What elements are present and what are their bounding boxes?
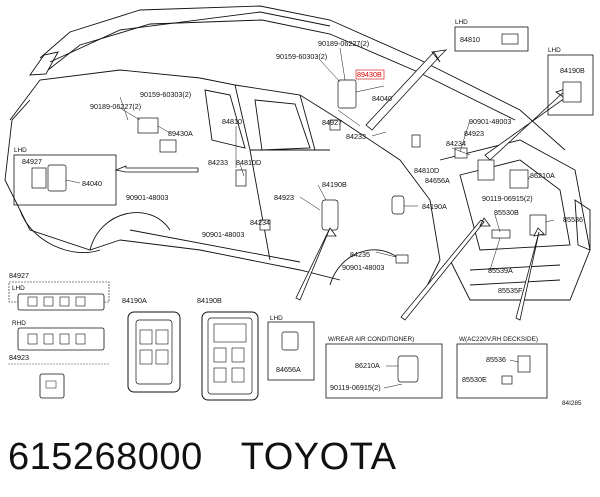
callout-90901: 90901-48003 bbox=[126, 193, 168, 202]
callout-labels: 90189-06227(2) 90159-60303(2) 89430B 840… bbox=[90, 39, 583, 295]
callout-84040: 84040 bbox=[372, 94, 392, 103]
box-title-lhd: LHD bbox=[270, 315, 283, 322]
sheet-code: 84I285 bbox=[562, 400, 582, 407]
callout-84923: 84923 bbox=[464, 129, 484, 138]
callout-84927: 84927 bbox=[9, 271, 29, 280]
callout-85536: 85536 bbox=[486, 355, 506, 364]
callout-90119: 90119-06915(2) bbox=[330, 383, 381, 392]
box-title-rear-air: W/REAR AIR CONDITIONER) bbox=[328, 336, 414, 343]
highlight-89430B bbox=[355, 69, 385, 80]
callout-84234: 84234 bbox=[446, 139, 466, 148]
callout-90189: 90189-06227(2) bbox=[318, 39, 369, 48]
box-title-ac220: W(AC220V,RH DECKSIDE) bbox=[459, 336, 538, 343]
brand-name: TOYOTA bbox=[240, 436, 397, 478]
panel-84190A: 84190A bbox=[122, 296, 181, 393]
caption: 615268000 TOYOTA bbox=[8, 436, 396, 479]
panel-84923: 84923 bbox=[8, 353, 110, 399]
callout-85535F: 85535F bbox=[498, 286, 523, 295]
panel-84190B: 84190B bbox=[197, 296, 259, 401]
box-title-rhd: RHD bbox=[12, 320, 26, 327]
callout-85536: 85536 bbox=[563, 215, 583, 224]
box-title-lhd: LHD bbox=[12, 285, 25, 292]
callout-84190A: 84190A bbox=[122, 296, 147, 305]
box-ac220v: W(AC220V,RH DECKSIDE) 85536 85530E bbox=[456, 336, 548, 399]
callout-90901: 90901-48003 bbox=[469, 117, 511, 126]
callout-90159: 90159-60303(2) bbox=[276, 52, 327, 61]
callout-86210A: 86210A bbox=[355, 361, 380, 370]
callout-84810D: 84810D bbox=[236, 158, 261, 167]
callout-90189: 90189-06227(2) bbox=[90, 102, 141, 111]
callout-84235: 84235 bbox=[350, 250, 370, 259]
callout-84190B: 84190B bbox=[560, 66, 585, 75]
callout-84923: 84923 bbox=[9, 353, 29, 362]
callout-84810D: 84810D bbox=[414, 166, 439, 175]
callout-84927: 84927 bbox=[22, 157, 42, 166]
box-lhd-84656A: LHD 84656A bbox=[267, 315, 315, 381]
callout-84923: 84923 bbox=[274, 193, 294, 202]
callout-84810: 84810 bbox=[460, 35, 480, 44]
vehicle-body bbox=[4, 5, 591, 301]
callout-90119: 90119-06915(2) bbox=[482, 194, 533, 203]
callout-84810: 84810 bbox=[222, 117, 242, 126]
callout-84656A: 84656A bbox=[276, 365, 301, 374]
callout-84040: 84040 bbox=[82, 179, 102, 188]
callout-84233: 84233 bbox=[208, 158, 228, 167]
part-number: 615268000 bbox=[8, 436, 203, 478]
callout-86210A: 86210A bbox=[530, 171, 555, 180]
callout-85539A: 85539A bbox=[488, 266, 513, 275]
callout-85530B: 85530B bbox=[494, 208, 519, 217]
callout-84190B: 84190B bbox=[197, 296, 222, 305]
callout-90901: 90901-48003 bbox=[202, 230, 244, 239]
callout-84233: 84233 bbox=[346, 132, 366, 141]
callout-89430B: 89430B bbox=[357, 70, 382, 79]
part-sketches bbox=[137, 79, 547, 264]
box-title-lhd: LHD bbox=[548, 47, 561, 54]
callout-89430A: 89430A bbox=[168, 129, 193, 138]
box-lhd-84810: LHD 84810 bbox=[454, 19, 529, 52]
callout-84190B: 84190B bbox=[322, 180, 347, 189]
box-title-lhd: LHD bbox=[14, 147, 27, 154]
callout-85530E: 85530E bbox=[462, 375, 487, 384]
box-title-lhd: LHD bbox=[455, 19, 468, 26]
pointer-arrows bbox=[114, 49, 569, 321]
callout-84190A: 84190A bbox=[422, 202, 447, 211]
callout-90901: 90901-48003 bbox=[342, 263, 384, 272]
box-rear-air-conditioner: W/REAR AIR CONDITIONER) 86210A 90119-069… bbox=[325, 336, 443, 399]
callout-84234: 84234 bbox=[250, 218, 270, 227]
box-lhd-84190B: LHD 84190B bbox=[547, 47, 594, 116]
callout-84656A: 84656A bbox=[425, 176, 450, 185]
callout-84927: 84927 bbox=[322, 118, 342, 127]
box-lhd-84927: LHD 84927 84040 bbox=[13, 147, 117, 206]
callout-90159: 90159-60303(2) bbox=[140, 90, 191, 99]
panel-84927: 84927 LHD RHD bbox=[8, 271, 110, 351]
leader-lines bbox=[119, 47, 555, 271]
